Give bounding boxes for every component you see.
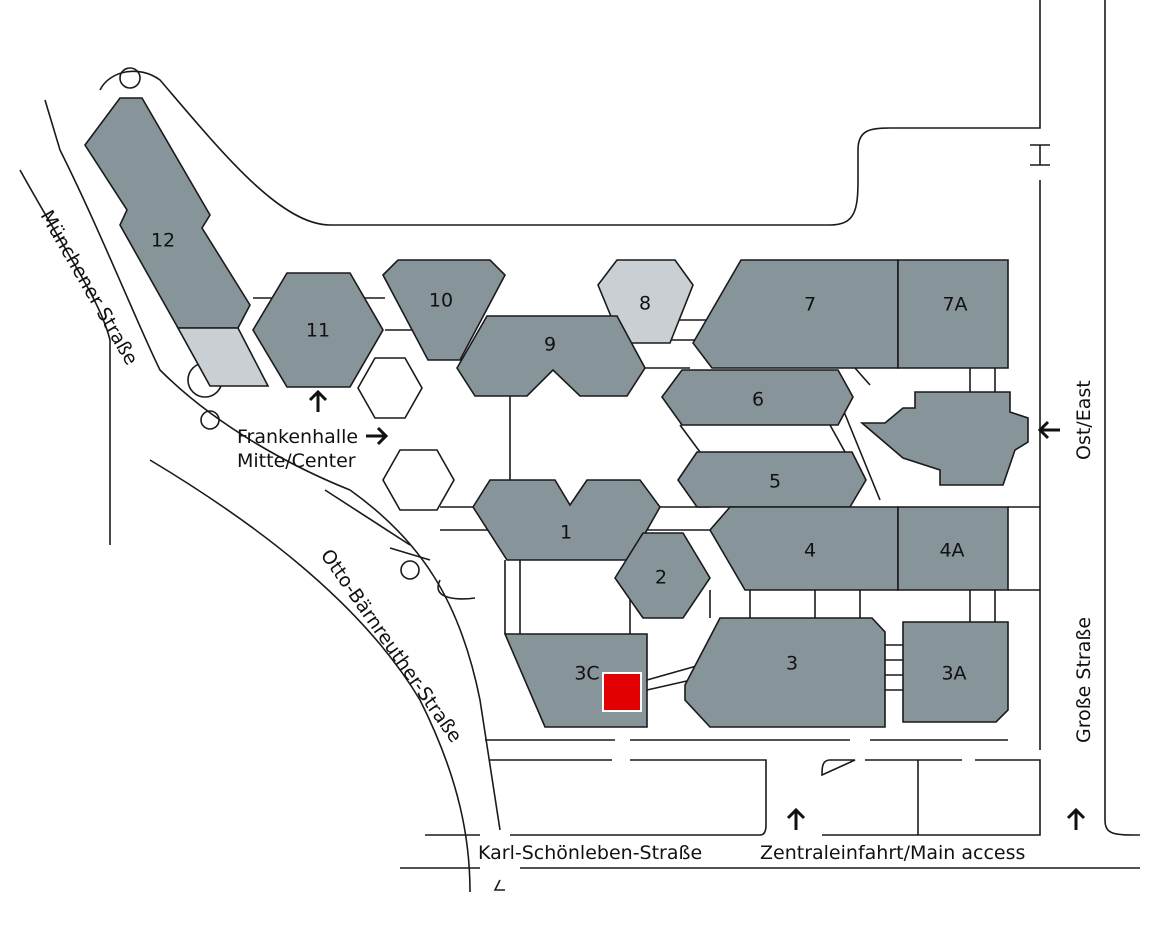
hall-label: 6	[752, 389, 764, 411]
hall-9[interactable]	[456, 315, 646, 397]
hall-label: 2	[655, 567, 667, 589]
hall-2[interactable]	[614, 532, 711, 619]
hall-1[interactable]	[472, 479, 661, 561]
hall-11[interactable]	[252, 272, 384, 388]
street-karl-schoenleben: Karl-Schönleben-Straße	[478, 842, 702, 864]
main-access-label: Zentraleinfahrt/Main access	[760, 842, 1025, 864]
hall-7a[interactable]	[897, 259, 1009, 369]
street-otto-baernreuther: Otto-Bärnreuther-Straße	[316, 545, 466, 747]
hall-label: 3C	[574, 663, 599, 685]
roads	[19, 0, 1141, 893]
hall-label: 3	[786, 653, 798, 675]
hall-label: 4	[804, 540, 816, 562]
building-outline	[382, 449, 455, 511]
hall-5[interactable]	[677, 451, 867, 508]
hall-3a[interactable]	[902, 621, 1009, 723]
entrance-arrows	[308, 389, 1086, 830]
hall-label: 1	[560, 522, 572, 544]
hall-label: 3A	[941, 663, 966, 685]
arrow-left-icon	[1037, 420, 1060, 440]
hall-label: 8	[639, 293, 651, 315]
frankenhalle-east-building[interactable]	[859, 391, 1029, 486]
hall-12-annex[interactable]	[176, 327, 270, 387]
arrow-up-icon	[786, 807, 806, 830]
hall-label: 10	[429, 290, 453, 312]
hall-label: 4A	[939, 540, 964, 562]
hall-10[interactable]	[382, 259, 506, 361]
hall-labels: 12 11 10 9 8 7 7A 6 5 4 4A 1 2 3 3A 3C	[151, 230, 968, 685]
hall-6[interactable]	[661, 369, 854, 426]
east-entrance-label: Ost/East	[1073, 380, 1095, 460]
hall-label: 7	[804, 294, 816, 316]
center-entrance-label: Mitte/Center	[237, 450, 356, 472]
hall-12[interactable]	[84, 97, 251, 329]
arrow-up-icon	[308, 389, 328, 412]
frankenhalle-label: Frankenhalle	[237, 426, 358, 448]
hall-4a[interactable]	[897, 506, 1009, 591]
building-outline	[357, 357, 423, 419]
hall-7[interactable]	[692, 259, 899, 369]
hall-label: 7A	[942, 294, 967, 316]
location-marker	[602, 672, 642, 712]
halls	[84, 97, 1029, 728]
hall-label: 9	[544, 334, 556, 356]
street-grosse: Große Straße	[1073, 617, 1095, 743]
hall-label: 5	[769, 471, 781, 493]
hall-label: 11	[306, 320, 330, 342]
hall-label: 12	[151, 230, 175, 252]
arrow-right-icon	[366, 426, 389, 446]
arrow-up-icon	[1066, 807, 1086, 830]
hall-3[interactable]	[684, 617, 886, 728]
